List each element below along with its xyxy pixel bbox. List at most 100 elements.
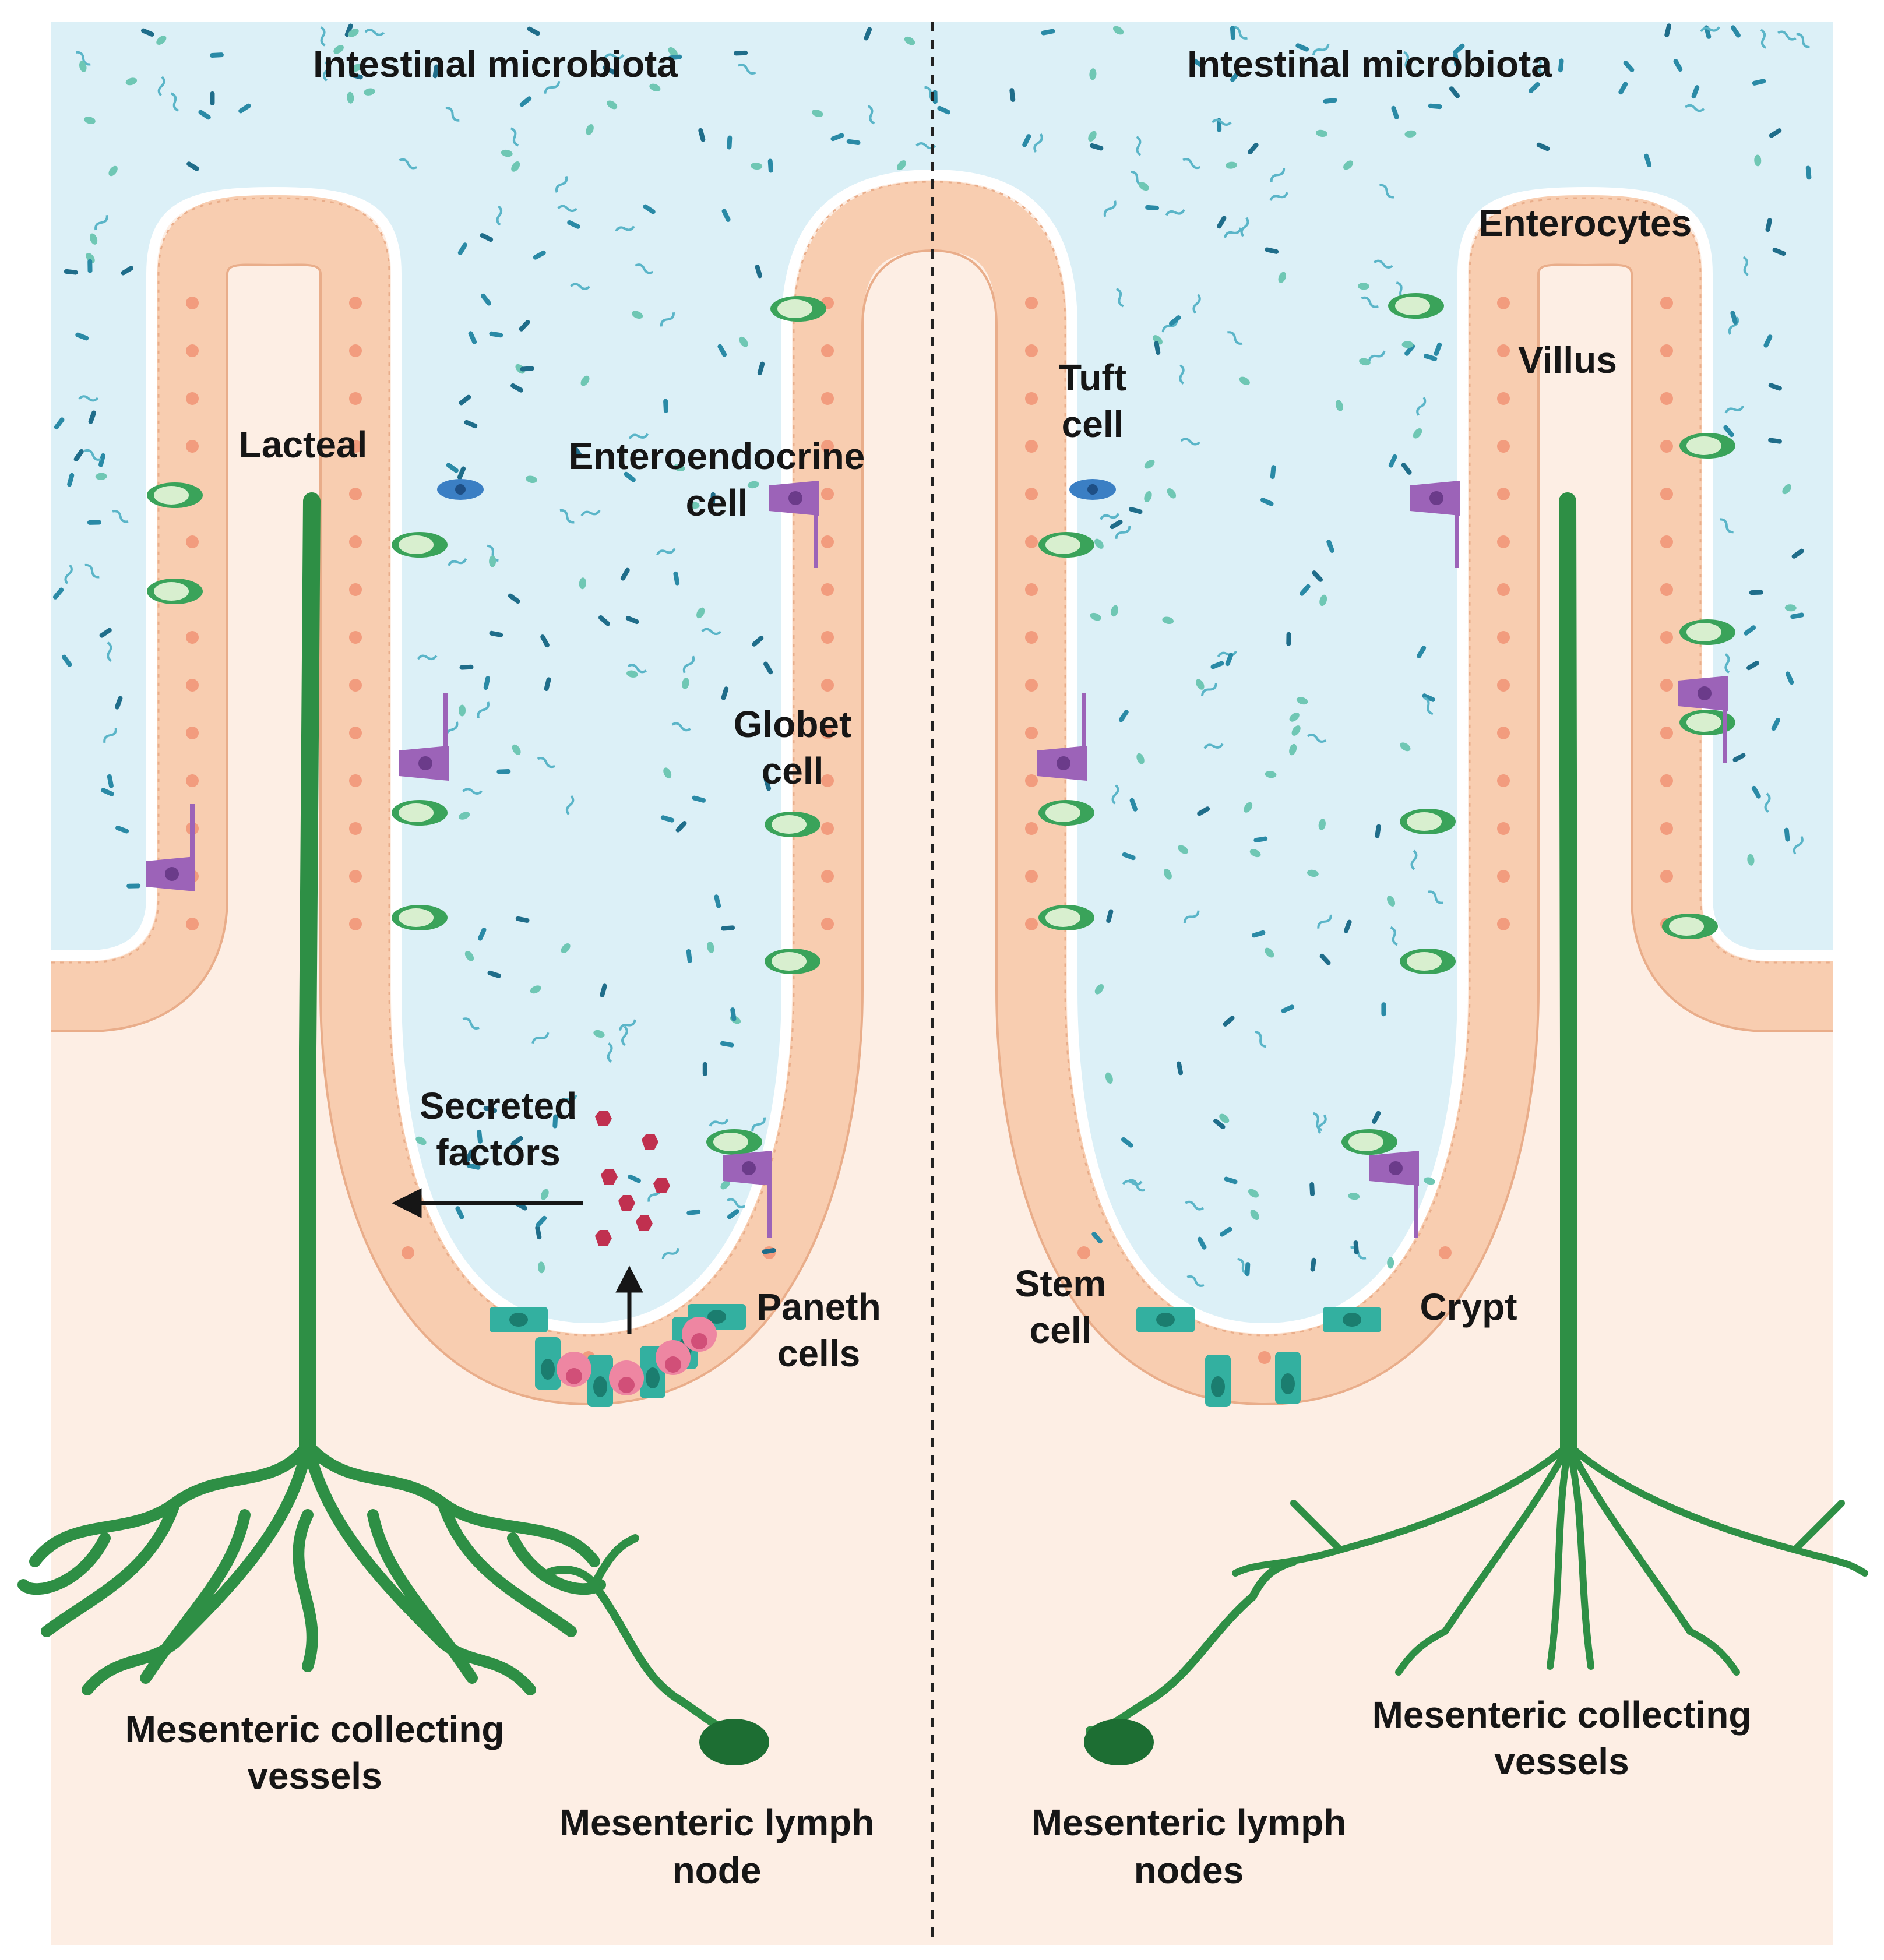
- nucleus: [1497, 488, 1510, 500]
- bacterium-rod: [1230, 70, 1241, 82]
- nucleus: [1660, 297, 1673, 309]
- bacterium-rod: [62, 654, 72, 667]
- nucleus: [821, 535, 834, 548]
- bacterium-rod: [87, 520, 101, 525]
- bacterium-coccus: [668, 47, 678, 57]
- bacterium-spiral: [544, 81, 561, 94]
- bacterium-rod: [1730, 311, 1738, 325]
- bacterium-coccus: [1784, 604, 1797, 612]
- bacterium-spiral: [531, 1032, 550, 1044]
- secreted-label-2: factors: [436, 1131, 560, 1173]
- bacterium-spiral: [537, 757, 555, 769]
- bacterium-rod: [510, 1136, 523, 1147]
- bacterium-coccus: [1782, 484, 1792, 495]
- microbiota-bacteria: [52, 23, 1812, 1287]
- nucleus: [1025, 822, 1038, 835]
- bacterium-rod: [1343, 919, 1352, 933]
- bacterium-rod: [459, 664, 474, 670]
- nucleus: [1497, 583, 1510, 596]
- nucleus: [186, 535, 199, 548]
- bacterium-rod: [126, 883, 141, 889]
- bacterium-spiral: [170, 92, 179, 112]
- bacterium-spiral: [615, 225, 635, 232]
- bacterium-coccus: [125, 77, 138, 86]
- bacterium-spiral: [1122, 1180, 1143, 1186]
- bacterium-spiral: [1227, 331, 1243, 345]
- bacterium-rod: [1220, 1226, 1232, 1237]
- bacterium-coccus: [511, 161, 520, 172]
- bacterium-coccus: [1291, 725, 1301, 736]
- bacterium-spiral: [445, 106, 460, 122]
- bacterium-spiral: [751, 1117, 766, 1132]
- bacterium-coccus: [1094, 538, 1104, 549]
- bacterium-rod: [186, 161, 199, 171]
- left-node-label-1: Mesenteric lymph: [559, 1802, 875, 1843]
- bacterium-rod: [937, 105, 950, 115]
- bacterium-rod: [73, 449, 84, 462]
- right-vessels-label-1: Mesenteric collecting: [1372, 1694, 1752, 1736]
- bacterium-spiral: [1186, 1275, 1205, 1287]
- crypt-label: Crypt: [1420, 1286, 1517, 1328]
- bacterium-spiral: [1410, 849, 1418, 870]
- bacterium-coccus: [1239, 376, 1250, 385]
- left-collecting-vessels: [17, 1439, 606, 1695]
- right-title: Intestinal microbiota: [1187, 43, 1552, 85]
- bacterium-rod: [1749, 590, 1763, 595]
- bacterium-rod: [846, 139, 861, 146]
- bacterium-spiral: [84, 563, 100, 579]
- nucleus: [1660, 488, 1673, 500]
- nucleus: [1497, 918, 1510, 930]
- bacterium-rod: [98, 453, 105, 467]
- bacterium-coccus: [1162, 616, 1174, 625]
- bacterium-coccus: [489, 555, 496, 567]
- bacterium-coccus: [95, 473, 107, 480]
- bacterium-coccus: [607, 100, 618, 110]
- bacterium-rod: [536, 1215, 547, 1228]
- bacterium-coccus: [1167, 488, 1177, 499]
- bacterium-coccus: [1111, 605, 1119, 617]
- goblet-cell-mucus: [713, 1133, 748, 1151]
- bacterium-rod: [686, 949, 692, 963]
- bacterium-rod: [114, 696, 123, 710]
- nucleus: [1497, 631, 1510, 644]
- stem-cell-nucleus: [1281, 1373, 1295, 1394]
- bacterium-rod: [544, 677, 551, 691]
- bacterium-spiral: [1033, 133, 1043, 153]
- bacterium-spiral: [112, 510, 129, 523]
- bacterium-spiral: [1428, 890, 1443, 904]
- nucleus: [186, 344, 199, 357]
- bacterium-rod: [527, 26, 540, 36]
- bacterium-spiral: [417, 654, 438, 660]
- bacterium-rod: [238, 103, 251, 114]
- left-node-label-2: node: [672, 1849, 762, 1891]
- bacterium-coccus: [1088, 131, 1097, 142]
- bacterium-rod: [210, 91, 215, 105]
- nucleus: [1660, 440, 1673, 453]
- bacterium-coccus: [1248, 1189, 1259, 1198]
- bacterium-coccus: [649, 83, 661, 92]
- bacterium-rod: [1253, 836, 1268, 843]
- bacterium-coccus: [1400, 742, 1411, 752]
- enteroendocrine-label-2: cell: [686, 482, 748, 524]
- bacterium-rod: [1375, 824, 1381, 838]
- secreted-factor: [618, 1195, 635, 1211]
- bacterium-rod: [663, 399, 668, 413]
- bacterium-rod: [349, 72, 363, 80]
- bacterium-coccus: [1244, 802, 1253, 813]
- bacterium-spiral: [1317, 1114, 1327, 1134]
- bacterium-spiral: [1742, 256, 1749, 276]
- goblet-cell-mucus: [1395, 297, 1430, 315]
- bacterium-coccus: [561, 943, 571, 954]
- nucleus: [821, 918, 834, 930]
- bacterium-rod: [1763, 334, 1773, 348]
- bacterium-spiral: [1201, 683, 1217, 696]
- nucleus: [349, 535, 362, 548]
- bacterium-rod: [1265, 247, 1279, 254]
- bacterium-spiral: [656, 548, 676, 556]
- nucleus: [1025, 679, 1038, 692]
- bacterium-spiral: [1720, 518, 1734, 534]
- bacterium-rod: [1673, 58, 1683, 72]
- tuft-label-2: cell: [1062, 403, 1124, 445]
- nucleus: [1497, 679, 1510, 692]
- bacterium-rod: [1730, 25, 1741, 38]
